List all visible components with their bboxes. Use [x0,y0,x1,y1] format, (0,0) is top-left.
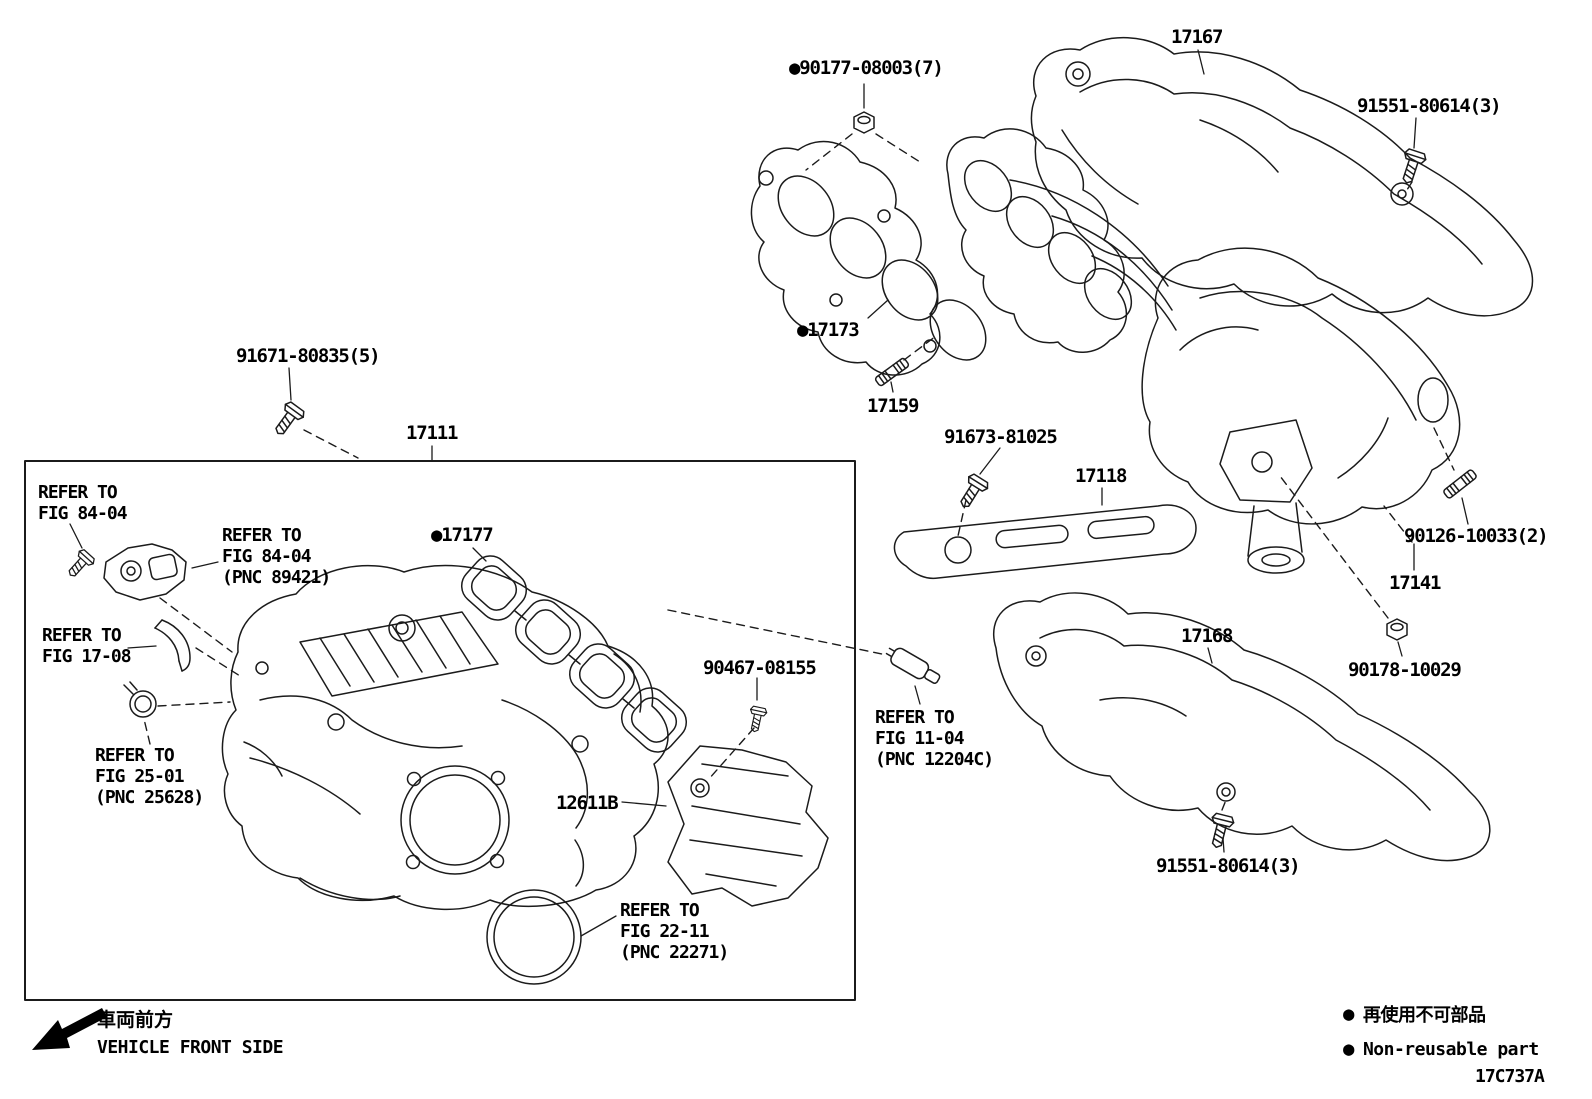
intake-manifold-17111-drawing [221,564,669,911]
part-label-91673-81025[interactable]: 91673-81025 [944,426,1058,448]
intake-group-box [24,460,856,1001]
figure-code: 17C737A [1475,1066,1545,1087]
heat-shield-12611B-drawing [667,745,829,907]
dashed-lines [143,133,1455,811]
non-reusable-bullet-jp-icon: ● [1343,1003,1354,1025]
part-label-17167[interactable]: 17167 [1171,26,1223,48]
part-label-90177-08003[interactable]: ●90177-08003(7) [789,57,944,79]
part-label-17118[interactable]: 17118 [1075,465,1127,487]
hose-17-08-drawing [154,619,191,672]
non-reusable-legend: ● 再使用不可部品 ● Non-reusable part [1343,1001,1539,1071]
heat-insulator-17167-drawing [1030,36,1534,317]
legend-jp-text: 再使用不可部品 [1362,1005,1486,1026]
part-label-17173[interactable]: ●17173 [797,319,860,341]
heat-insulator-17168-drawing [993,592,1491,862]
part-label-91551-80614-top[interactable]: 91551-80614(3) [1357,95,1502,117]
part-label-17111[interactable]: 17111 [406,422,458,444]
leader-lines [69,49,1469,937]
bracket-17118-drawing [893,504,1197,580]
part-label-17168[interactable]: 17168 [1181,625,1233,647]
vehicle-front-arrow [32,1008,107,1050]
legend-row-jp: ● 再使用不可部品 [1343,1001,1539,1027]
legend-row-en: ● Non-reusable part [1343,1038,1539,1060]
valve-12204C-drawing [885,647,941,684]
vehicle-front-jp: 車両前方 [97,1009,174,1031]
part-label-17159[interactable]: 17159 [867,395,919,417]
part-label-90126-10033[interactable]: 90126-10033(2) [1404,525,1549,547]
part-label-17177[interactable]: ●17177 [431,524,494,546]
gasket-17177-drawing [460,555,688,753]
part-label-12611B[interactable]: 12611B [556,792,619,814]
legend-en-text: Non-reusable part [1362,1038,1539,1060]
part-label-90467-08155[interactable]: 90467-08155 [703,657,817,679]
part-label-90178-10029[interactable]: 90178-10029 [1348,659,1462,681]
sensor-89421-drawing [103,543,187,601]
part-label-91551-80614-bottom[interactable]: 91551-80614(3) [1156,855,1301,877]
non-reusable-bullet-en-icon: ● [1343,1038,1354,1060]
part-label-17141[interactable]: 17141 [1389,572,1441,594]
vehicle-front-note: 車両前方 VEHICLE FRONT SIDE [97,1005,284,1058]
vehicle-front-en: VEHICLE FRONT SIDE [97,1037,284,1058]
part-label-91671-80835[interactable]: 91671-80835(5) [236,345,381,367]
clamp-25628-drawing [123,681,157,718]
o-ring-22271-drawing [486,889,582,985]
gasket-17173-drawing [750,140,987,376]
exhaust-manifold-17141-drawing [946,128,1461,574]
